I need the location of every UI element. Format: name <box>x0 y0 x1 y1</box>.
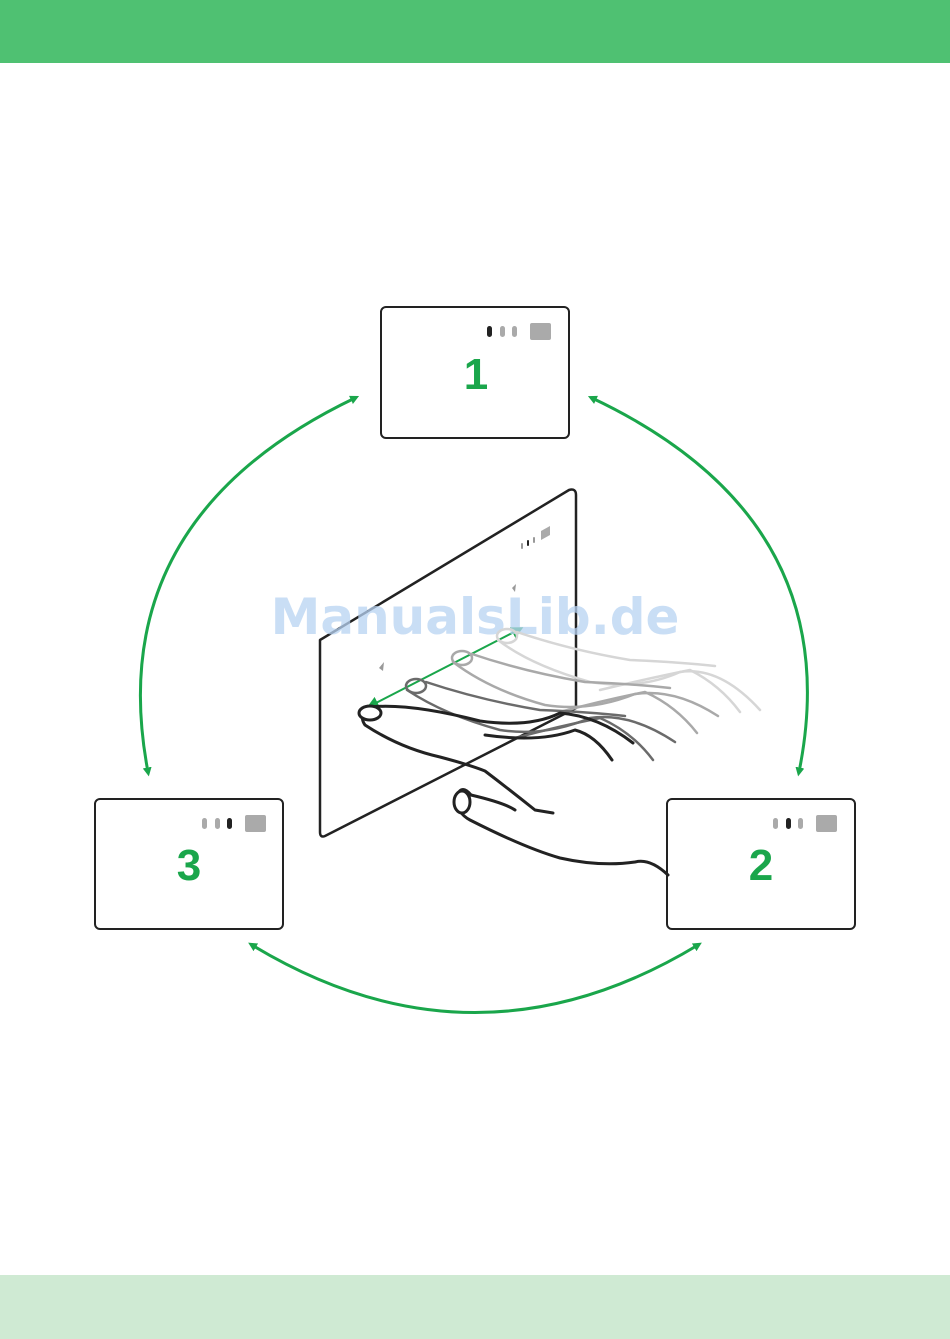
cycle-arrow-3-2 <box>252 945 698 1013</box>
watermark-text: ManualsLib.de <box>271 588 680 646</box>
screen-3: 3 <box>95 799 283 929</box>
screen-2-label: 2 <box>749 841 773 890</box>
screen-1: 1 <box>381 307 569 438</box>
footer-bar <box>0 1275 950 1339</box>
screen-1-label: 1 <box>464 350 488 399</box>
screen-2: 2 <box>667 799 855 929</box>
screen-3-label: 3 <box>177 841 201 890</box>
